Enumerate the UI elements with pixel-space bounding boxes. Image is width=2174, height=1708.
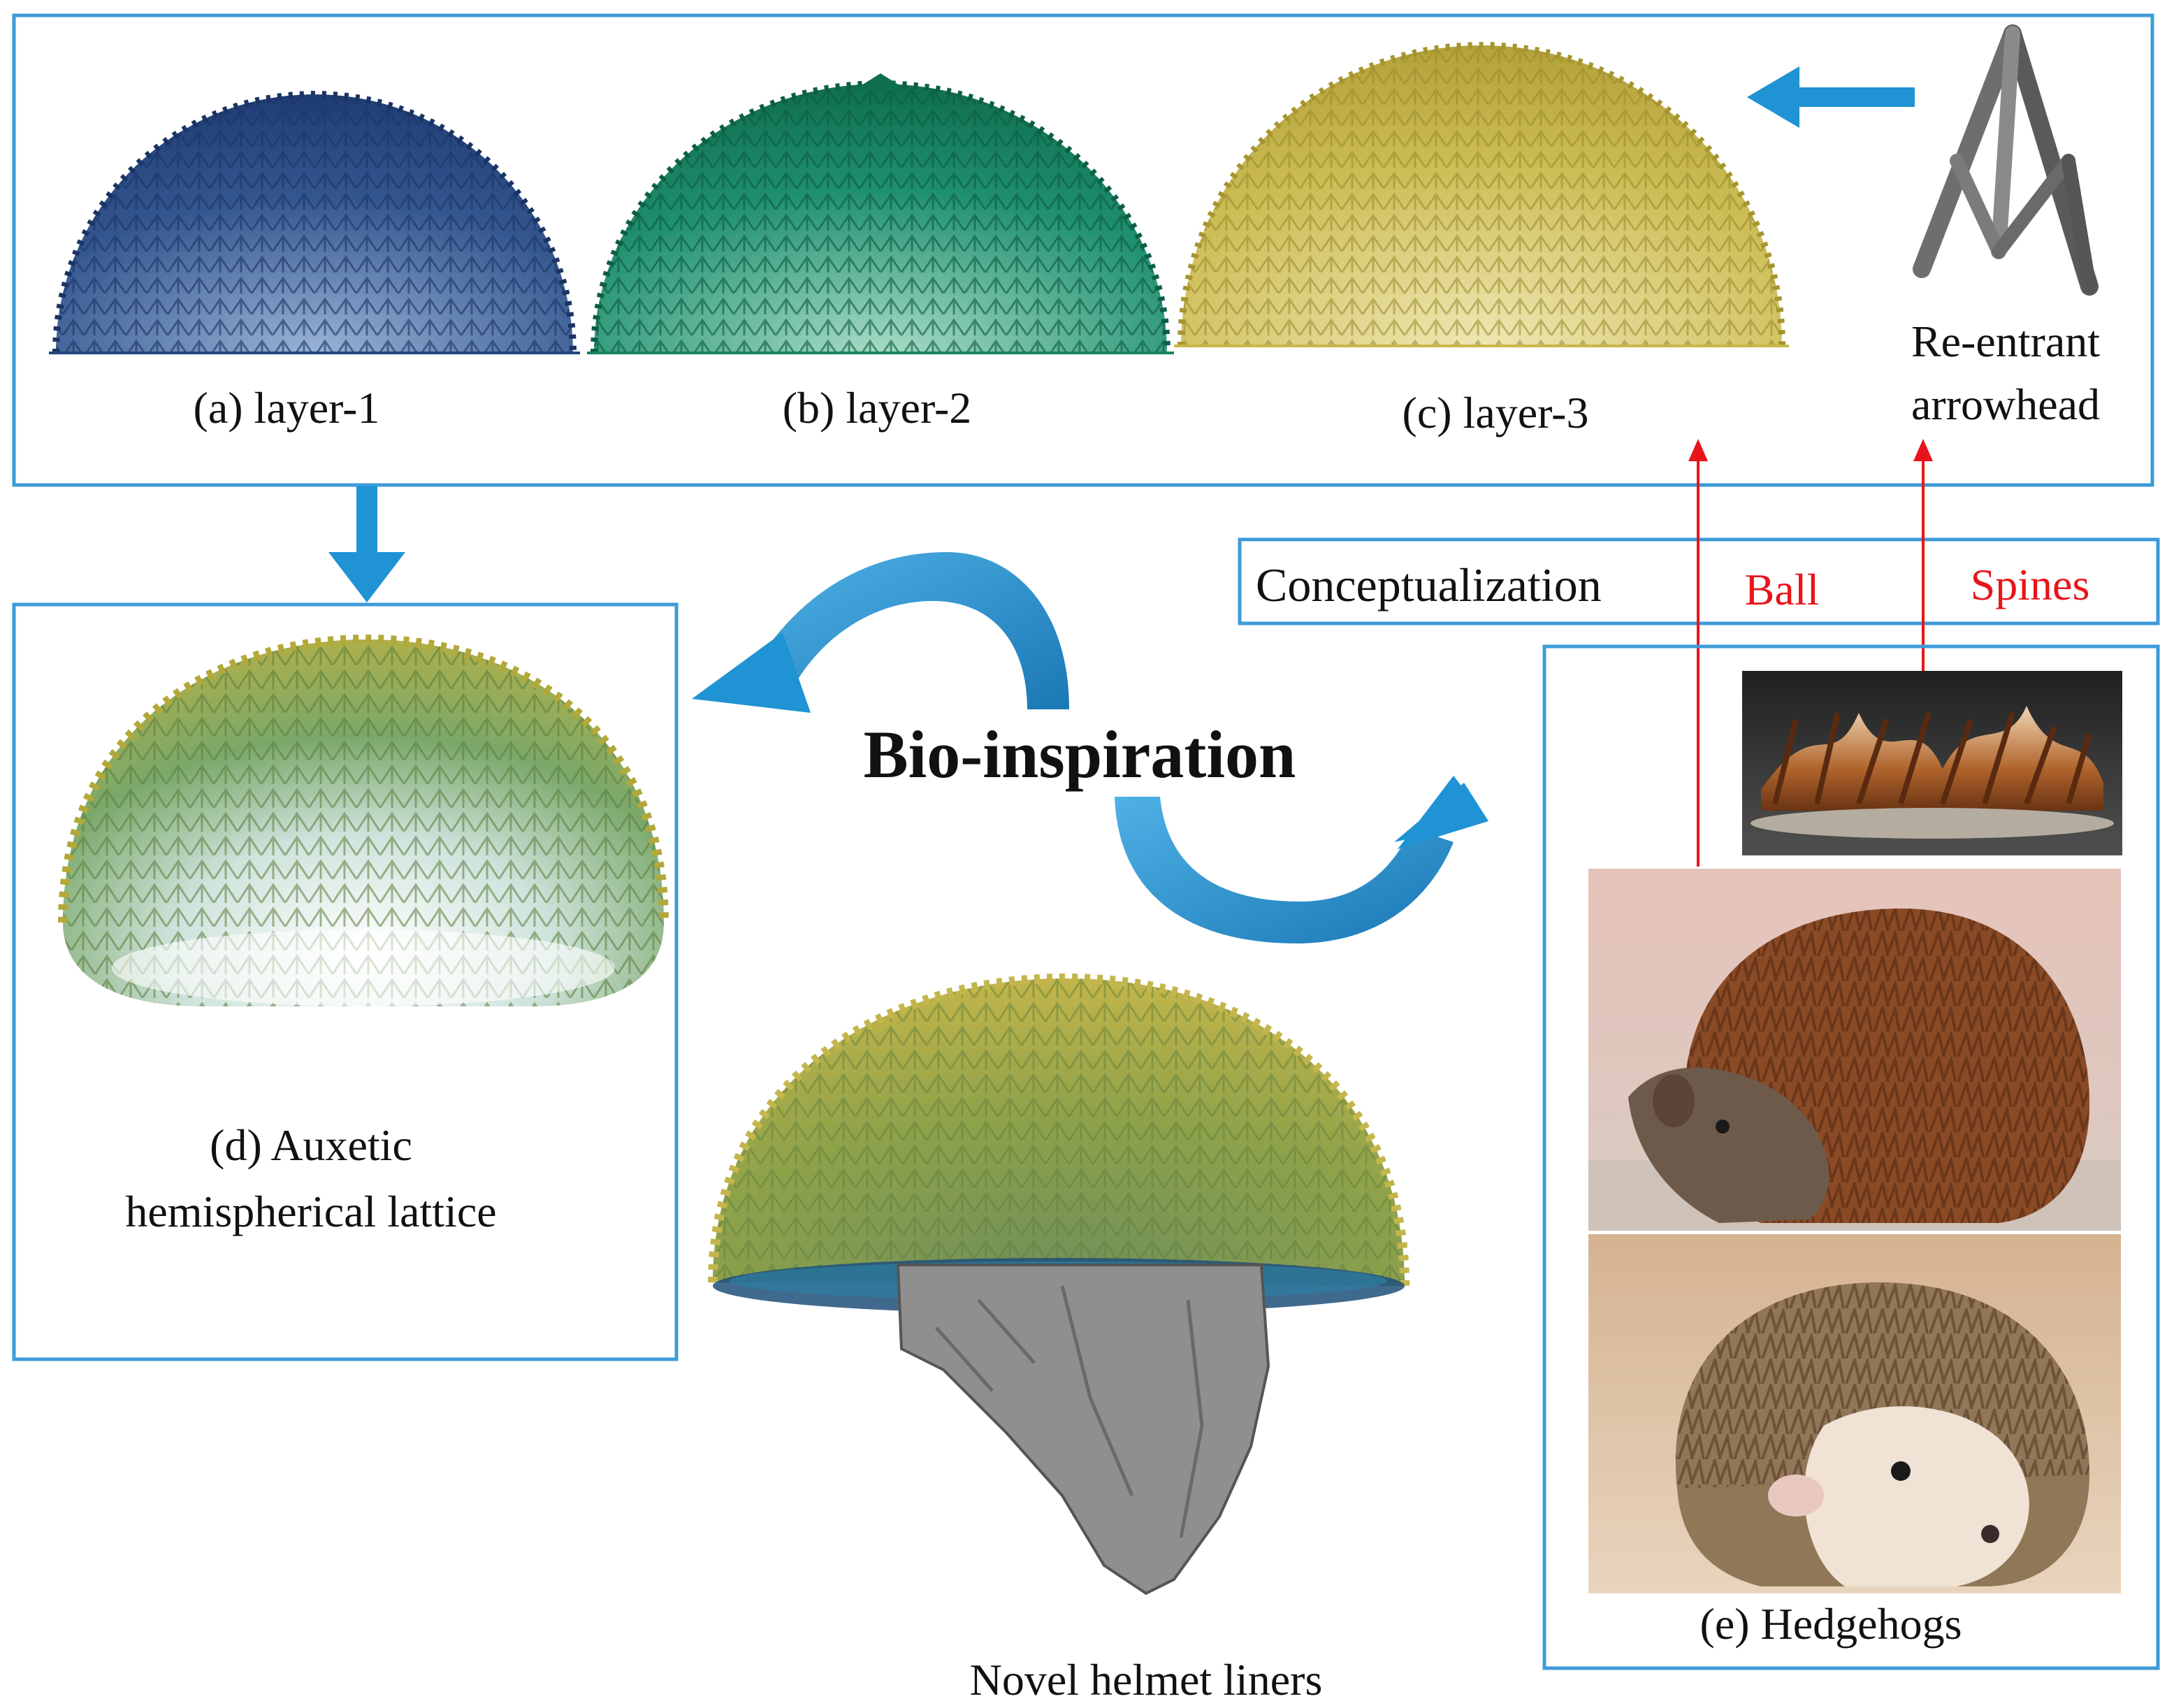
hedgehogs-label: (e) Hedgehogs: [1700, 1599, 1962, 1649]
auxetic-label-line1: (d) Auxetic: [210, 1120, 412, 1170]
layer-2-lattice: [587, 73, 1174, 354]
spines-link-line: [1913, 439, 1933, 695]
helmet-liner-illustration: [708, 973, 1410, 1595]
head-model: [896, 1264, 1270, 1595]
layer-2-label: (b) layer-2: [783, 383, 972, 433]
layer-3-label: (c) layer-3: [1403, 388, 1589, 437]
hedgehog-panel-frame: [1542, 644, 2160, 1670]
re-entrant-label-line1: Re-entrant: [1911, 317, 2100, 366]
spines-label: Spines: [1971, 560, 2090, 609]
ball-label: Ball: [1745, 565, 1820, 614]
layer-1-label: (a) layer-1: [194, 383, 380, 433]
arrow-to-auxetic: [328, 486, 405, 602]
ball-link-line: [1688, 439, 1708, 867]
layer-3-lattice: [1174, 42, 1789, 347]
top-panel-frame: [12, 13, 2154, 487]
re-entrant-arrowhead-icon: [1913, 24, 2099, 296]
re-entrant-label-line2: arrowhead: [1911, 379, 2100, 429]
layer-1-lattice: [49, 91, 580, 354]
arrow-to-layer-3: [1747, 66, 1915, 128]
spines-photo: [1742, 671, 2122, 855]
auxetic-panel-frame: [12, 602, 679, 1361]
hedgehog-photo-top: [1588, 869, 2121, 1231]
cycle-arrow-lower: [1115, 776, 1488, 943]
bio-inspiration-title: Bio-inspiration: [864, 717, 1296, 792]
helmet-label: Novel helmet liners: [970, 1655, 1323, 1705]
cycle-arrow-upper: [692, 552, 1069, 713]
hedgehog-photo-bottom: [1588, 1234, 2121, 1593]
conceptualization-label: Conceptualization: [1256, 558, 1602, 611]
auxetic-label-line2: hemispherical lattice: [125, 1187, 496, 1236]
auxetic-hemispherical-lattice: [58, 634, 669, 1006]
